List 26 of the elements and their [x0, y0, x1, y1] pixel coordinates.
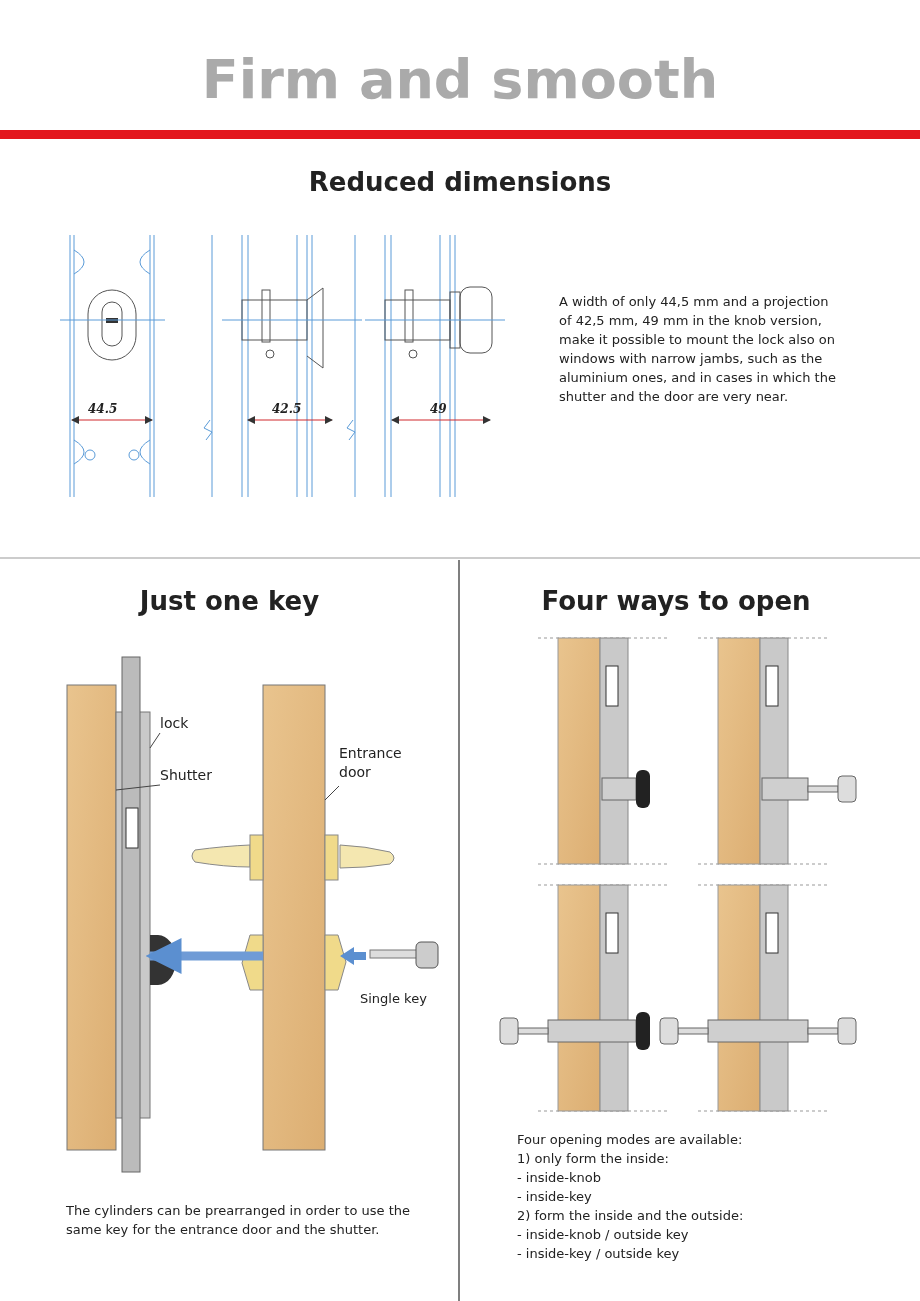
block-arrow	[145, 938, 263, 974]
part-label: Shutter	[160, 766, 230, 785]
dimension-value: 44.5	[88, 402, 118, 416]
list-line: - inside-key / outside key	[517, 1245, 680, 1263]
leader-line	[149, 732, 161, 749]
shutter-board	[66, 684, 117, 1151]
door-board	[262, 684, 326, 1151]
key-caption: Single key	[360, 990, 427, 1008]
list-line: - inside-key	[517, 1188, 592, 1206]
part-label: Entrance door	[339, 744, 419, 782]
list-line: 1) only form the inside:	[517, 1150, 669, 1168]
part-label: lock	[160, 714, 240, 733]
dimension-value: 49	[430, 402, 447, 416]
leader-line	[324, 785, 340, 801]
leader-line	[115, 784, 161, 791]
section-heading: Just one key	[137, 586, 321, 616]
paragraph: The cylinders can be prearranged in order to use the same key for the entrance door and the shutter.	[66, 1202, 411, 1239]
list-line: 2) form the inside and the outside:	[517, 1207, 744, 1225]
list-line: - inside-knob / outside key	[517, 1226, 689, 1244]
page-title: Firm and smooth	[200, 48, 720, 111]
section-heading: Four ways to open	[540, 586, 812, 616]
paragraph: A width of only 44,5 mm and a projection of 42,5 mm, 49 mm in the knob version, make it possible to mount the lock also on windows with narrow jambs, such as the aluminium ones, and in cases in which the shutter and the door are very near.	[559, 293, 837, 406]
section-heading: Reduced dimensions	[307, 167, 613, 197]
list-line: Four opening modes are available:	[517, 1131, 743, 1149]
list-line: - inside-knob	[517, 1169, 601, 1187]
dimension-value: 42.5	[272, 402, 302, 416]
